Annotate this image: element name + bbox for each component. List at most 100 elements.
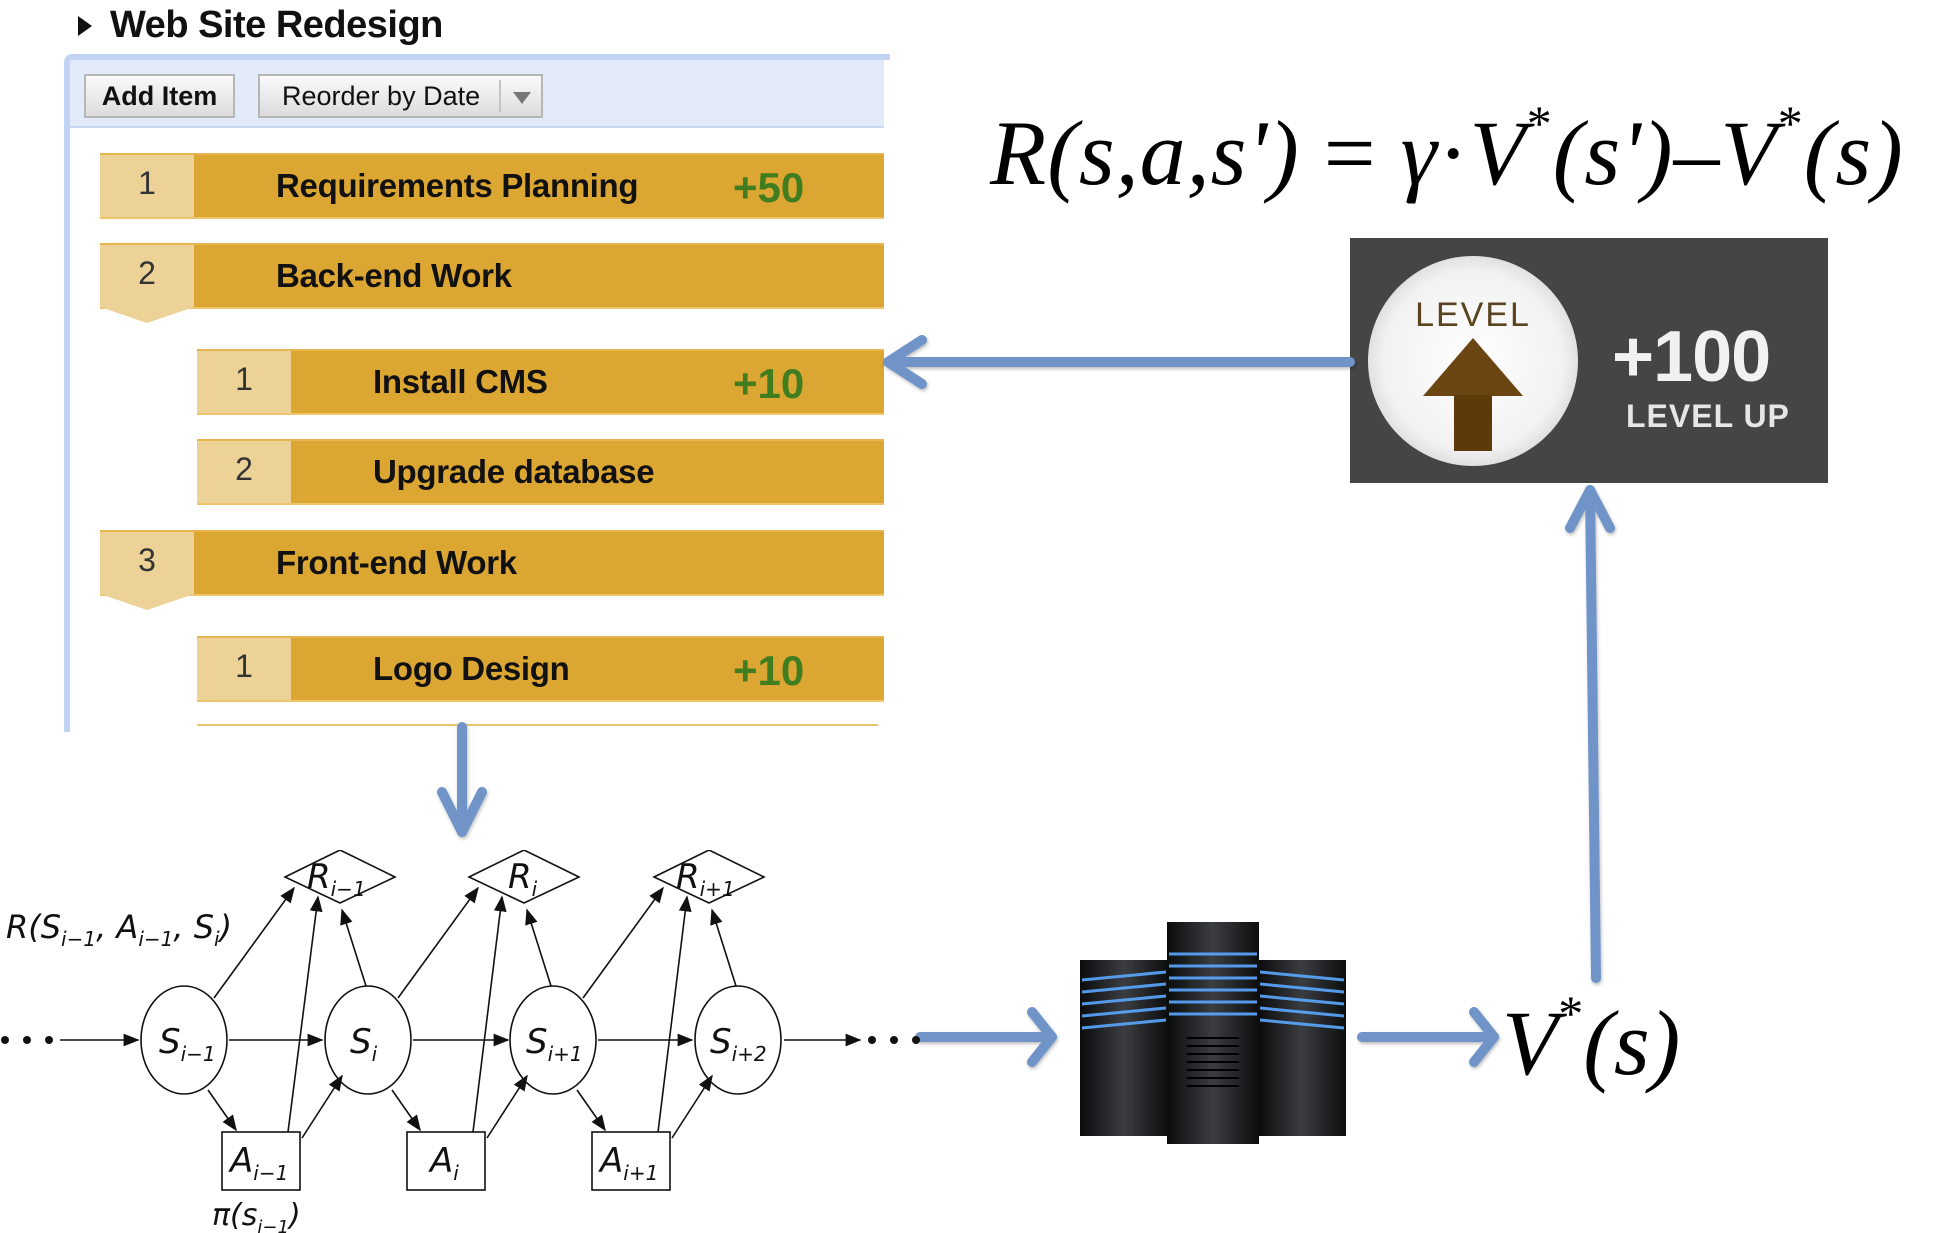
level-label: LEVEL [1415, 296, 1531, 334]
level-up-label: LEVEL UP [1626, 398, 1790, 434]
action-label: Ai [428, 1141, 459, 1185]
dropdown-divider [499, 80, 501, 112]
level-up-arrow-icon [1423, 338, 1523, 396]
reward-label: Ri−1 [307, 857, 366, 901]
state-node [509, 985, 597, 1095]
arrow-badge-to-tasks [883, 335, 1355, 389]
formula-minus: – [1673, 102, 1721, 204]
arrow-value-to-badge [1565, 485, 1615, 983]
level-score: +100 [1612, 317, 1771, 397]
arrow-tasks-to-mdp [437, 722, 487, 837]
task-number: 1 [197, 351, 291, 413]
reward-function-label: R(Si−1, Ai−1, Si) [6, 908, 232, 951]
edge-state-action [391, 1089, 421, 1132]
task-row-back-end-work[interactable]: 2 Back-end Work [100, 243, 884, 323]
edge-state-reward [213, 886, 295, 999]
edge-action-reward [472, 895, 507, 1133]
reward-node [467, 850, 581, 904]
subtask-row-upgrade-database[interactable]: 2 Upgrade database [197, 439, 884, 505]
edge-state-reward [582, 886, 664, 999]
level-up-arrow-stem [1454, 395, 1492, 451]
task-number-expanded[interactable]: 2 [100, 245, 194, 323]
action-label: Ai+1 [598, 1141, 658, 1185]
edge-action-reward [287, 895, 323, 1133]
policy-label: π(si−1) [212, 1198, 301, 1233]
edge-nextstate-reward [525, 908, 552, 987]
state-node [324, 985, 412, 1095]
edge-nextstate-reward [340, 908, 367, 987]
task-number: 2 [197, 441, 291, 503]
edge-action-state [301, 1074, 343, 1139]
chevron-down-icon[interactable] [513, 92, 531, 104]
task-number: 1 [100, 155, 194, 217]
ellipsis-left [1, 1036, 53, 1044]
action-node [221, 1131, 301, 1191]
action-node [406, 1131, 486, 1191]
value-v: V [1502, 992, 1559, 1094]
value-star: * [1558, 985, 1584, 1041]
reorder-label: Reorder by Date [282, 80, 481, 111]
reward-node [283, 850, 397, 904]
task-row-cut-edge [197, 724, 878, 726]
task-label: Front-end Work [276, 544, 517, 581]
reward-shaping-formula: R(s,a,s') = γ·V*(s')–V*(s) [990, 95, 1904, 206]
formula-v1: V [1469, 102, 1527, 204]
arrow-server-to-value [1357, 1007, 1499, 1067]
formula-arg1: (s') [1552, 102, 1674, 204]
action-label: Ai−1 [228, 1141, 288, 1185]
task-label: Install CMS [373, 363, 548, 400]
add-item-button[interactable]: Add Item [84, 74, 235, 118]
project-title-text: Web Site Redesign [110, 4, 443, 46]
formula-arg2: (s) [1803, 102, 1904, 204]
state-label: Si+2 [710, 1022, 767, 1066]
state-label: Si [350, 1022, 378, 1066]
formula-star: * [1777, 95, 1804, 151]
task-points: +10 [733, 647, 805, 694]
level-circle: LEVEL [1368, 256, 1578, 466]
task-points: +10 [733, 360, 805, 407]
reward-label: Ri [508, 857, 538, 901]
mdp-diagram: Si−1 Si Si+1 Si+2 Ai−1 Ai Ai+1 Ri−1 Ri R… [1, 850, 920, 1233]
edge-state-reward [397, 886, 479, 999]
formula-v2: V [1720, 102, 1778, 204]
value-arg: (s) [1583, 992, 1681, 1094]
action-node [591, 1131, 671, 1191]
edge-action-reward [657, 895, 692, 1133]
state-node [140, 985, 228, 1095]
state-label: Si−1 [159, 1022, 216, 1066]
edge-nextstate-reward [710, 908, 737, 987]
formula-dot: · [1437, 102, 1470, 204]
reorder-by-date-dropdown[interactable]: Reorder by Date [258, 74, 543, 118]
task-row-front-end-work[interactable]: 3 Front-end Work [100, 530, 884, 610]
state-label: Si+1 [526, 1022, 583, 1066]
task-number: 1 [197, 638, 291, 700]
subtask-row-logo-design[interactable]: 1 Logo Design +10 [197, 636, 884, 702]
task-row-requirements-planning[interactable]: 1 Requirements Planning +50 [100, 153, 884, 219]
edge-action-state [671, 1074, 713, 1139]
task-label: Back-end Work [276, 257, 512, 294]
level-up-badge: LEVEL +100 LEVEL UP [1350, 238, 1828, 483]
formula-star: * [1526, 95, 1553, 151]
edge-state-action [576, 1089, 606, 1132]
state-node [694, 985, 782, 1095]
formula-gamma: γ [1400, 102, 1438, 204]
reward-node [652, 850, 766, 904]
expand-triangle-icon[interactable] [78, 15, 92, 36]
edge-state-action [207, 1089, 237, 1132]
reward-label: Ri+1 [676, 857, 735, 901]
task-label: Upgrade database [373, 453, 655, 490]
task-label: Logo Design [373, 650, 570, 687]
task-label: Requirements Planning [276, 167, 639, 204]
value-function-label: V*(s) [1502, 985, 1681, 1096]
arrow-mdp-to-server [915, 1007, 1057, 1067]
server-tower-center [1167, 922, 1259, 1144]
edge-action-state [486, 1074, 528, 1139]
server-rack-icon [1080, 922, 1346, 1144]
formula-lhs: R(s,a,s') [990, 102, 1300, 204]
subtask-row-install-cms[interactable]: 1 Install CMS +10 [197, 349, 884, 415]
ellipsis-right [868, 1036, 920, 1044]
formula-equals: = [1323, 102, 1377, 204]
task-number-expanded[interactable]: 3 [100, 532, 194, 610]
project-title[interactable]: Web Site Redesign [78, 4, 443, 47]
